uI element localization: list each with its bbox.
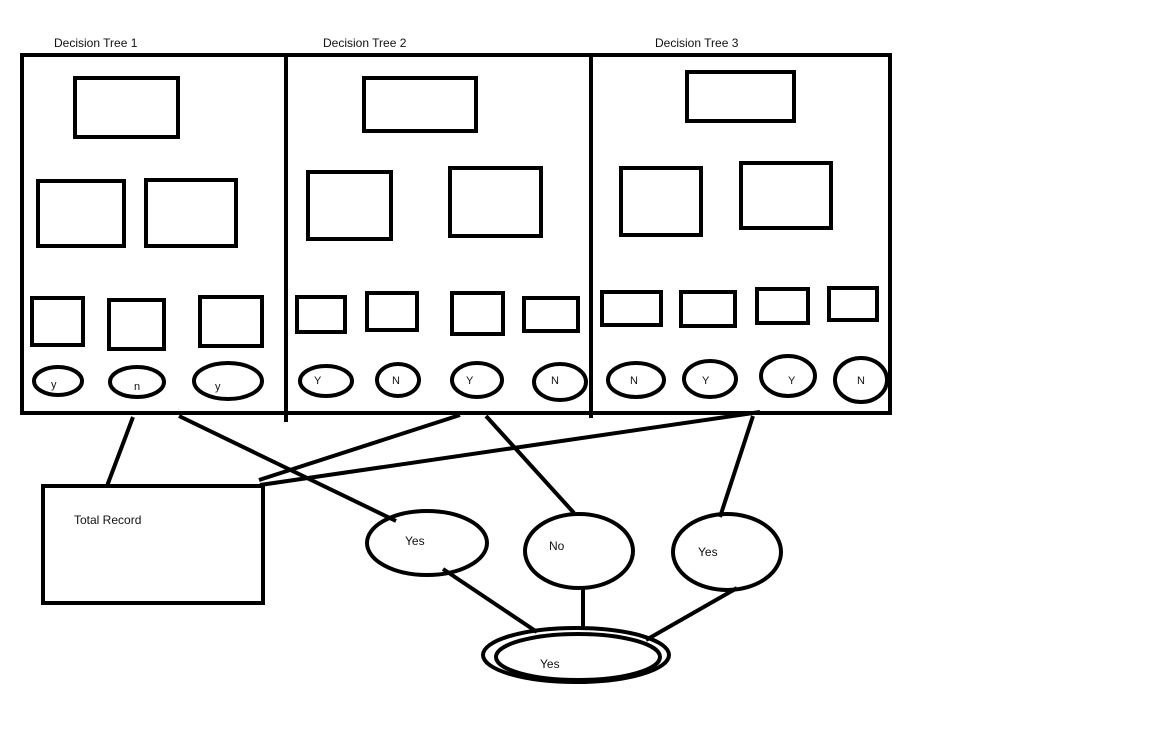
tree-1-leaf-prediction-1 xyxy=(32,365,84,397)
tree-2-leaf-label: N xyxy=(392,375,400,387)
tree-1-internal-node xyxy=(144,178,238,248)
tree-1-title: Decision Tree 1 xyxy=(54,36,138,50)
tree-3-leaf-prediction-2 xyxy=(682,359,738,399)
tree-1-leaf-label: y xyxy=(215,381,221,393)
tree-2-leaf-node xyxy=(295,295,347,334)
tree-2-leaf-label: N xyxy=(551,375,559,387)
vote-ellipse-2 xyxy=(523,512,635,590)
tree-1-leaf-node xyxy=(30,296,85,347)
final-result-outer-ellipse xyxy=(481,626,671,684)
tree-3-leaf-label: N xyxy=(857,375,865,387)
vote-label-2: No xyxy=(549,539,565,553)
tree-2 xyxy=(295,76,588,402)
vote-label-1: Yes xyxy=(405,534,425,548)
tree-3-leaf-prediction-3 xyxy=(759,354,817,398)
tree-3-internal-node xyxy=(739,161,833,230)
tree-2-internal-node xyxy=(306,170,393,241)
tree-2-leaf-prediction-2 xyxy=(375,362,421,398)
tree-3-leaf-node xyxy=(755,287,810,325)
tree-1-leaf-label: y xyxy=(51,379,57,391)
tree-1-leaf-node xyxy=(107,298,166,351)
connectors xyxy=(105,410,761,642)
tree-2-leaf-prediction-3 xyxy=(450,361,504,399)
total-record-box xyxy=(41,484,265,605)
tree-1-internal-node xyxy=(36,179,126,248)
tree-3-title: Decision Tree 3 xyxy=(655,36,739,50)
tree-2-title: Decision Tree 2 xyxy=(323,36,407,50)
final-result-label: Yes xyxy=(540,657,560,671)
tree-2-leaf-node xyxy=(450,291,505,336)
forest-frame xyxy=(20,53,892,415)
vote-ellipse-3 xyxy=(671,512,783,592)
vote-label-3: Yes xyxy=(698,545,718,559)
tree-3-internal-node xyxy=(619,166,703,237)
connector xyxy=(259,410,761,487)
connector xyxy=(258,413,461,482)
tree-3-leaf-node xyxy=(679,290,737,328)
connector xyxy=(645,586,738,642)
tree-3 xyxy=(600,70,889,404)
tree-2-internal-node xyxy=(448,166,543,238)
vote-ellipse-1 xyxy=(365,509,489,577)
tree-1-leaf-prediction-2 xyxy=(108,365,166,399)
connector xyxy=(105,416,135,487)
tree-3-leaf-node xyxy=(827,286,879,322)
tree-2-leaf-label: Y xyxy=(466,375,474,387)
tree-3-leaf-prediction-1 xyxy=(606,361,666,399)
tree-2-leaf-prediction-4 xyxy=(532,362,588,402)
tree-1-leaf-prediction-3 xyxy=(192,361,264,401)
tree-1-leaf-label: n xyxy=(134,381,140,393)
tree-1 xyxy=(30,76,264,401)
final-result-inner-ellipse xyxy=(494,632,662,682)
tree-2-leaf-node xyxy=(522,296,580,333)
tree-2-leaf-label: Y xyxy=(314,375,322,387)
tree-3-leaf-label: Y xyxy=(702,375,710,387)
tree-2-leaf-node xyxy=(365,291,419,332)
tree-1-leaf-node xyxy=(198,295,264,348)
connector xyxy=(178,414,397,523)
connector xyxy=(484,414,576,515)
tree-3-leaf-label: N xyxy=(630,375,638,387)
tree-3-leaf-prediction-4 xyxy=(833,356,889,404)
total-record-label: Total Record xyxy=(74,513,141,527)
tree-3-root-node xyxy=(685,70,796,123)
connector xyxy=(441,567,539,634)
tree-1-root-node xyxy=(73,76,180,139)
tree-3-leaf-node xyxy=(600,290,663,327)
connector xyxy=(718,415,755,518)
tree-2-root-node xyxy=(362,76,478,133)
tree-3-leaf-label: Y xyxy=(788,375,796,387)
tree-2-leaf-prediction-1 xyxy=(298,364,354,398)
